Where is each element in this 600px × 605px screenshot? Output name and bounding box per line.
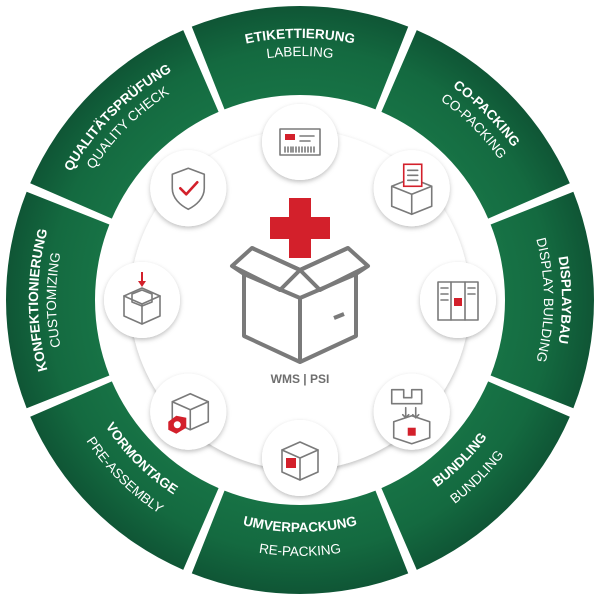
- segment-label-light: RE-PACKING: [258, 541, 342, 559]
- segment-repacking: [191, 490, 409, 594]
- segment-label-bold: DISPLAYBAU: [556, 255, 575, 345]
- segments-layer: [6, 6, 594, 594]
- segment-preassembly: [30, 381, 219, 570]
- core-label: WMS | PSI: [271, 372, 330, 386]
- box-with-arrow-icon: [104, 262, 180, 338]
- puzzle-into-box-icon: [373, 373, 450, 450]
- icon-bubbles: [104, 104, 496, 496]
- segment-bundling: [381, 381, 570, 570]
- segment-label-light: CUSTOMIZING: [44, 251, 64, 349]
- segment-labeling: [191, 6, 409, 110]
- box-with-nut-icon: [150, 373, 227, 450]
- segment-label-bold: ETIKETTIERUNG: [244, 26, 357, 47]
- shield-check-icon: [150, 150, 227, 227]
- segment-co-packing: [381, 30, 570, 219]
- segment-customizing: [6, 191, 110, 409]
- box-with-document-icon: [373, 150, 450, 227]
- cross-horizontal: [270, 217, 330, 239]
- segment-label-bold: UMVERPACKUNG: [242, 513, 358, 535]
- small-box-icon: [262, 420, 338, 496]
- central-box-icon: WMS | PSI: [230, 198, 370, 386]
- segment-quality: [30, 30, 219, 219]
- segment-label-light: LABELING: [266, 44, 335, 61]
- segment-label-light: DISPLAY BUILDING: [533, 236, 556, 364]
- open-box-outline: [230, 246, 370, 364]
- display-stand-icon: [420, 262, 496, 338]
- label-card-icon: [262, 104, 338, 180]
- segment-display: [490, 191, 594, 409]
